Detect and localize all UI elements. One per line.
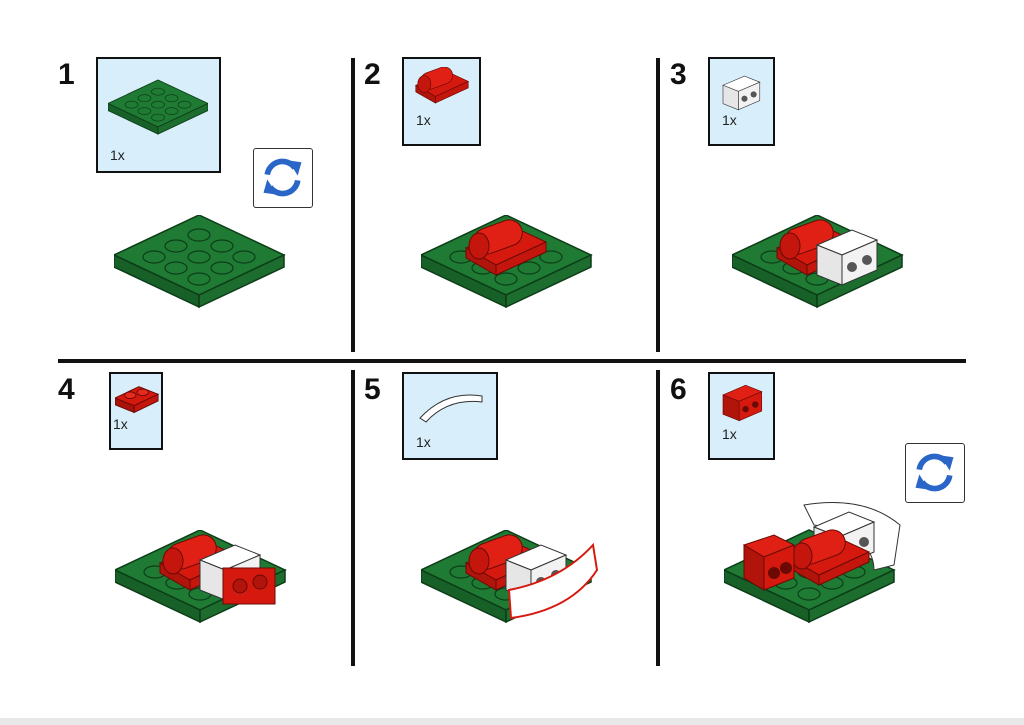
part-quantity: 1x bbox=[113, 416, 128, 432]
model-assembly-image bbox=[732, 215, 903, 308]
model-assembly-image bbox=[724, 502, 901, 623]
model-assembly-image bbox=[421, 530, 599, 623]
parts-callout: 1x bbox=[109, 372, 163, 450]
part-quantity: 1x bbox=[722, 426, 737, 442]
page-bottom-edge bbox=[0, 718, 1024, 725]
divider-horizontal bbox=[58, 359, 966, 363]
rotate-model-button[interactable] bbox=[253, 148, 313, 208]
parts-callout: 1x bbox=[708, 57, 775, 146]
model-assembly-image bbox=[114, 215, 285, 308]
part-green-plate-icon bbox=[108, 79, 208, 135]
step-number: 2 bbox=[364, 58, 381, 91]
step-number: 1 bbox=[58, 58, 75, 91]
part-white-curved-slope-icon bbox=[419, 394, 483, 423]
part-red-plate-icon bbox=[115, 386, 159, 413]
parts-callout: 1x bbox=[96, 57, 221, 173]
part-quantity: 1x bbox=[416, 112, 431, 128]
part-quantity: 1x bbox=[722, 112, 737, 128]
divider-vertical-top-2 bbox=[656, 58, 660, 352]
model-assembly-image bbox=[421, 215, 592, 308]
model-assembly-image bbox=[115, 530, 286, 623]
part-red-brick-icon bbox=[722, 384, 763, 422]
rotate-icon bbox=[254, 149, 311, 206]
rotate-model-button[interactable] bbox=[905, 443, 965, 503]
divider-vertical-top-1 bbox=[351, 58, 355, 352]
step-number: 4 bbox=[58, 373, 75, 406]
parts-callout: 1x bbox=[402, 372, 498, 460]
step-number: 3 bbox=[670, 58, 687, 91]
divider-vertical-bottom-2 bbox=[656, 370, 660, 666]
step-number: 5 bbox=[364, 373, 381, 406]
step-number: 6 bbox=[670, 373, 687, 406]
part-quantity: 1x bbox=[110, 147, 125, 163]
divider-vertical-bottom-1 bbox=[351, 370, 355, 666]
part-quantity: 1x bbox=[416, 434, 431, 450]
part-red-pin-icon bbox=[415, 67, 469, 104]
parts-callout: 1x bbox=[402, 57, 481, 146]
parts-callout: 1x bbox=[708, 372, 775, 460]
rotate-icon bbox=[906, 444, 963, 501]
part-white-brick-icon bbox=[722, 75, 761, 111]
